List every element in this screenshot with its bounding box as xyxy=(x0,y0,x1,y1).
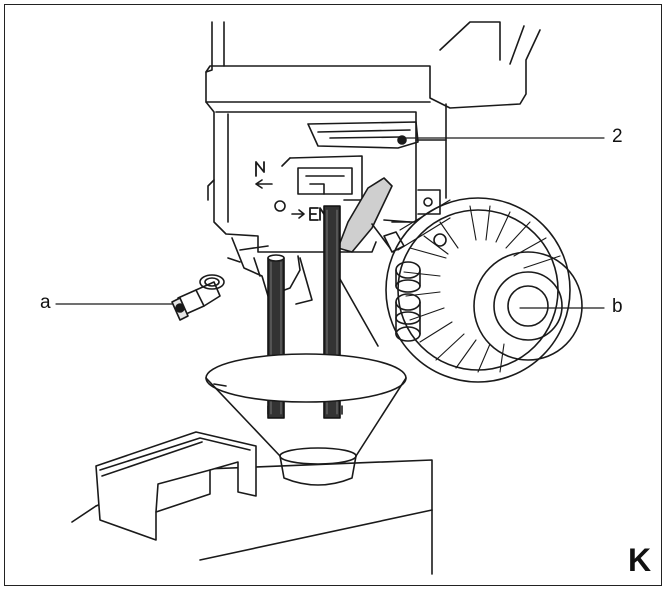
plug-parts xyxy=(395,261,421,342)
funnel xyxy=(205,353,407,486)
callout-2: 2 xyxy=(612,126,623,147)
carton xyxy=(95,431,257,541)
engine-side xyxy=(383,189,441,223)
choke-lever xyxy=(274,121,419,212)
drain-bolt xyxy=(171,274,225,321)
leader-lines xyxy=(55,137,605,309)
callout-a: a xyxy=(40,292,51,313)
carburettor-base xyxy=(227,237,379,347)
figure-frame xyxy=(4,4,662,586)
figure-letter: K xyxy=(628,542,652,578)
fuel-valve-lever xyxy=(337,177,405,253)
callout-b: b xyxy=(612,296,623,317)
choke-symbols xyxy=(255,161,329,221)
